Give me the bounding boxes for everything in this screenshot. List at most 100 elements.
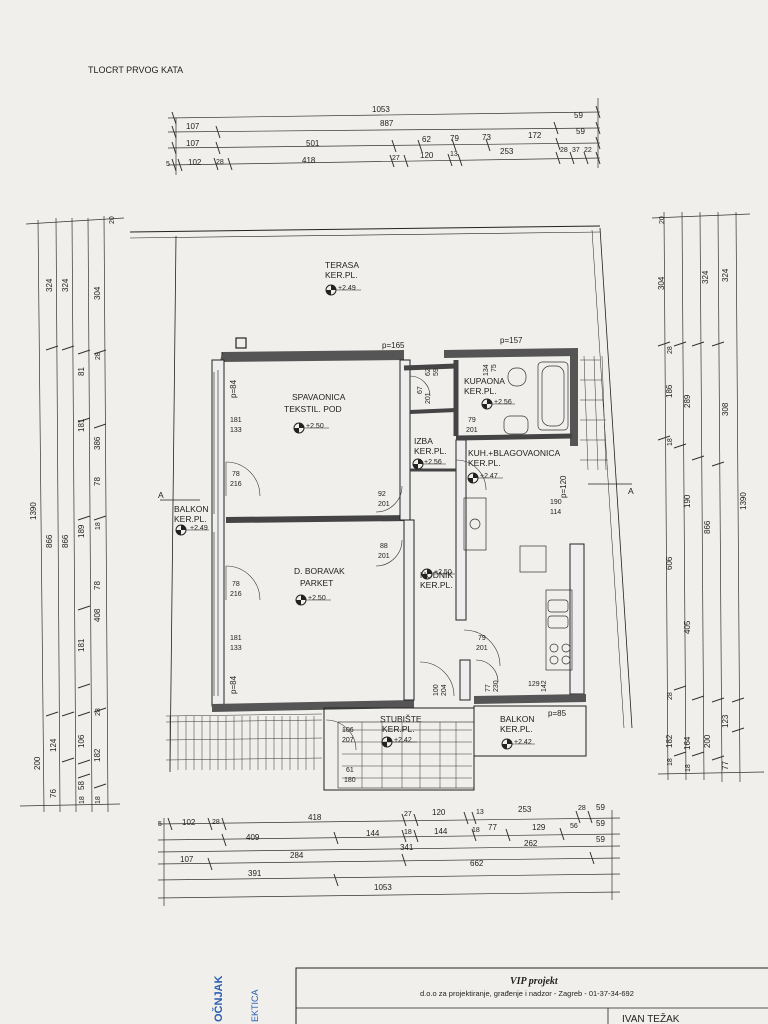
dim-label: 62: [422, 135, 431, 144]
level-marker-icon: [325, 284, 361, 296]
dim-label: 124: [49, 738, 58, 752]
opening-label: 181: [230, 635, 242, 642]
dim-label: 28: [560, 147, 568, 154]
dim-label: 28: [667, 692, 674, 700]
dim-label: 27: [404, 811, 412, 818]
dim-label: 18: [95, 796, 102, 804]
dim-label: 144: [366, 829, 380, 838]
opening-label: 201: [425, 392, 432, 404]
room-name-terasa: TERASA: [325, 260, 359, 270]
company-subtitle: d.o.o za projektiranje, građenje i nadzo…: [420, 989, 634, 998]
dim-label: 20: [659, 216, 666, 224]
opening-label: 201: [378, 553, 390, 560]
bottom-dimension-labels: 5 102 28 418 27 120 13 253 28 59 409 144…: [158, 803, 605, 892]
level-markers: [175, 284, 535, 750]
opening-label: p=157: [500, 336, 523, 345]
dim-label: 123: [721, 714, 730, 728]
dim-label: 181: [77, 418, 86, 432]
top-dimension-lines: [167, 98, 601, 175]
dim-label: 866: [45, 534, 54, 548]
dim-label: 77: [488, 823, 497, 832]
room-level-terasa: +2.49: [338, 285, 356, 292]
dim-label: 20: [109, 216, 116, 224]
room-name-kupaona: KUPAONA: [464, 376, 505, 386]
dim-label: 144: [434, 827, 448, 836]
dim-label: 606: [665, 556, 674, 570]
dim-label: 253: [500, 147, 514, 156]
room-floor-kuhinja: KER.PL.: [468, 458, 501, 468]
dim-label: 304: [657, 276, 666, 290]
dim-label: 107: [186, 139, 200, 148]
opening-label: 133: [230, 645, 242, 652]
level-marker-icon: [467, 472, 503, 484]
room-name-boravak: D. BORAVAK: [294, 566, 345, 576]
opening-label: 61: [346, 767, 354, 774]
dim-label: 59: [576, 127, 585, 136]
level-marker-icon: [421, 568, 455, 580]
dim-label: 662: [470, 859, 484, 868]
fixtures: [463, 361, 573, 671]
dim-label: 13: [450, 151, 458, 158]
opening-label: 92: [378, 491, 386, 498]
dim-label: 190: [683, 494, 692, 508]
room-level-kuhinja: +2.47: [480, 473, 498, 480]
dim-label: 391: [248, 869, 262, 878]
room-level-boravak: +2.50: [308, 595, 326, 602]
opening-label: p=85: [548, 709, 567, 718]
dim-label: 501: [306, 139, 320, 148]
dim-label: 129: [532, 823, 546, 832]
section-mark-right: A: [628, 486, 634, 496]
dim-label: 27: [392, 155, 400, 162]
opening-label: 77: [485, 684, 492, 692]
opening-label: 142: [541, 680, 548, 692]
section-markers: A A: [158, 483, 634, 501]
dim-label: 866: [703, 520, 712, 534]
room-floor-spavaonica: TEKSTIL. POD: [284, 404, 342, 414]
level-marker-icon: [412, 458, 446, 470]
opening-label: 181: [230, 417, 242, 424]
dim-label: 284: [290, 851, 304, 860]
dim-label: 408: [93, 608, 102, 622]
dim-label: 418: [302, 156, 316, 165]
dim-label: 308: [721, 402, 730, 416]
opening-label: 78: [232, 581, 240, 588]
dim-label: 341: [400, 843, 414, 852]
dim-label: 18: [472, 827, 480, 834]
dim-label: 81: [77, 367, 86, 376]
room-name-izba: IZBA: [414, 436, 433, 446]
dim-label: 182: [665, 734, 674, 748]
room-floor-balkon-left: KER.PL.: [174, 514, 207, 524]
dim-label: 405: [683, 620, 692, 634]
opening-label: 134: [483, 364, 490, 376]
opening-label: 204: [441, 684, 448, 696]
level-marker-icon: [501, 738, 535, 750]
opening-label: 230: [493, 680, 500, 692]
dim-label: 5: [158, 821, 162, 828]
dim-label: 418: [308, 813, 322, 822]
dim-label: 253: [518, 805, 532, 814]
dim-label: 13: [476, 809, 484, 816]
dim-label: 324: [701, 270, 710, 284]
opening-label: 100: [433, 684, 440, 696]
room-name-hodnik: HODNIK: [420, 570, 453, 580]
opening-label: 201: [378, 501, 390, 508]
level-marker-icon: [175, 524, 209, 536]
room-floor-hodnik: KER.PL.: [420, 580, 453, 590]
dim-label: 1390: [739, 492, 748, 510]
room-name-stubiste: STUBIŠTE: [380, 714, 422, 724]
room-labels: TERASA KER.PL. +2.49 SPAVAONICA TEKSTIL.…: [174, 260, 561, 746]
dim-label: 18: [667, 438, 674, 446]
room-name-balkon-left: BALKON: [174, 504, 209, 514]
opening-label: 79: [468, 417, 476, 424]
dim-label: 28: [578, 805, 586, 812]
dim-label: 887: [380, 119, 394, 128]
dim-label: 78: [93, 581, 102, 590]
dim-label: 1053: [372, 105, 390, 114]
dim-label: 189: [77, 524, 86, 538]
dim-label: 59: [596, 803, 605, 812]
dim-label: 186: [665, 384, 674, 398]
opening-label: p=84: [229, 675, 238, 694]
room-floor-izba: KER.PL.: [414, 446, 447, 456]
dim-label: 324: [45, 278, 54, 292]
